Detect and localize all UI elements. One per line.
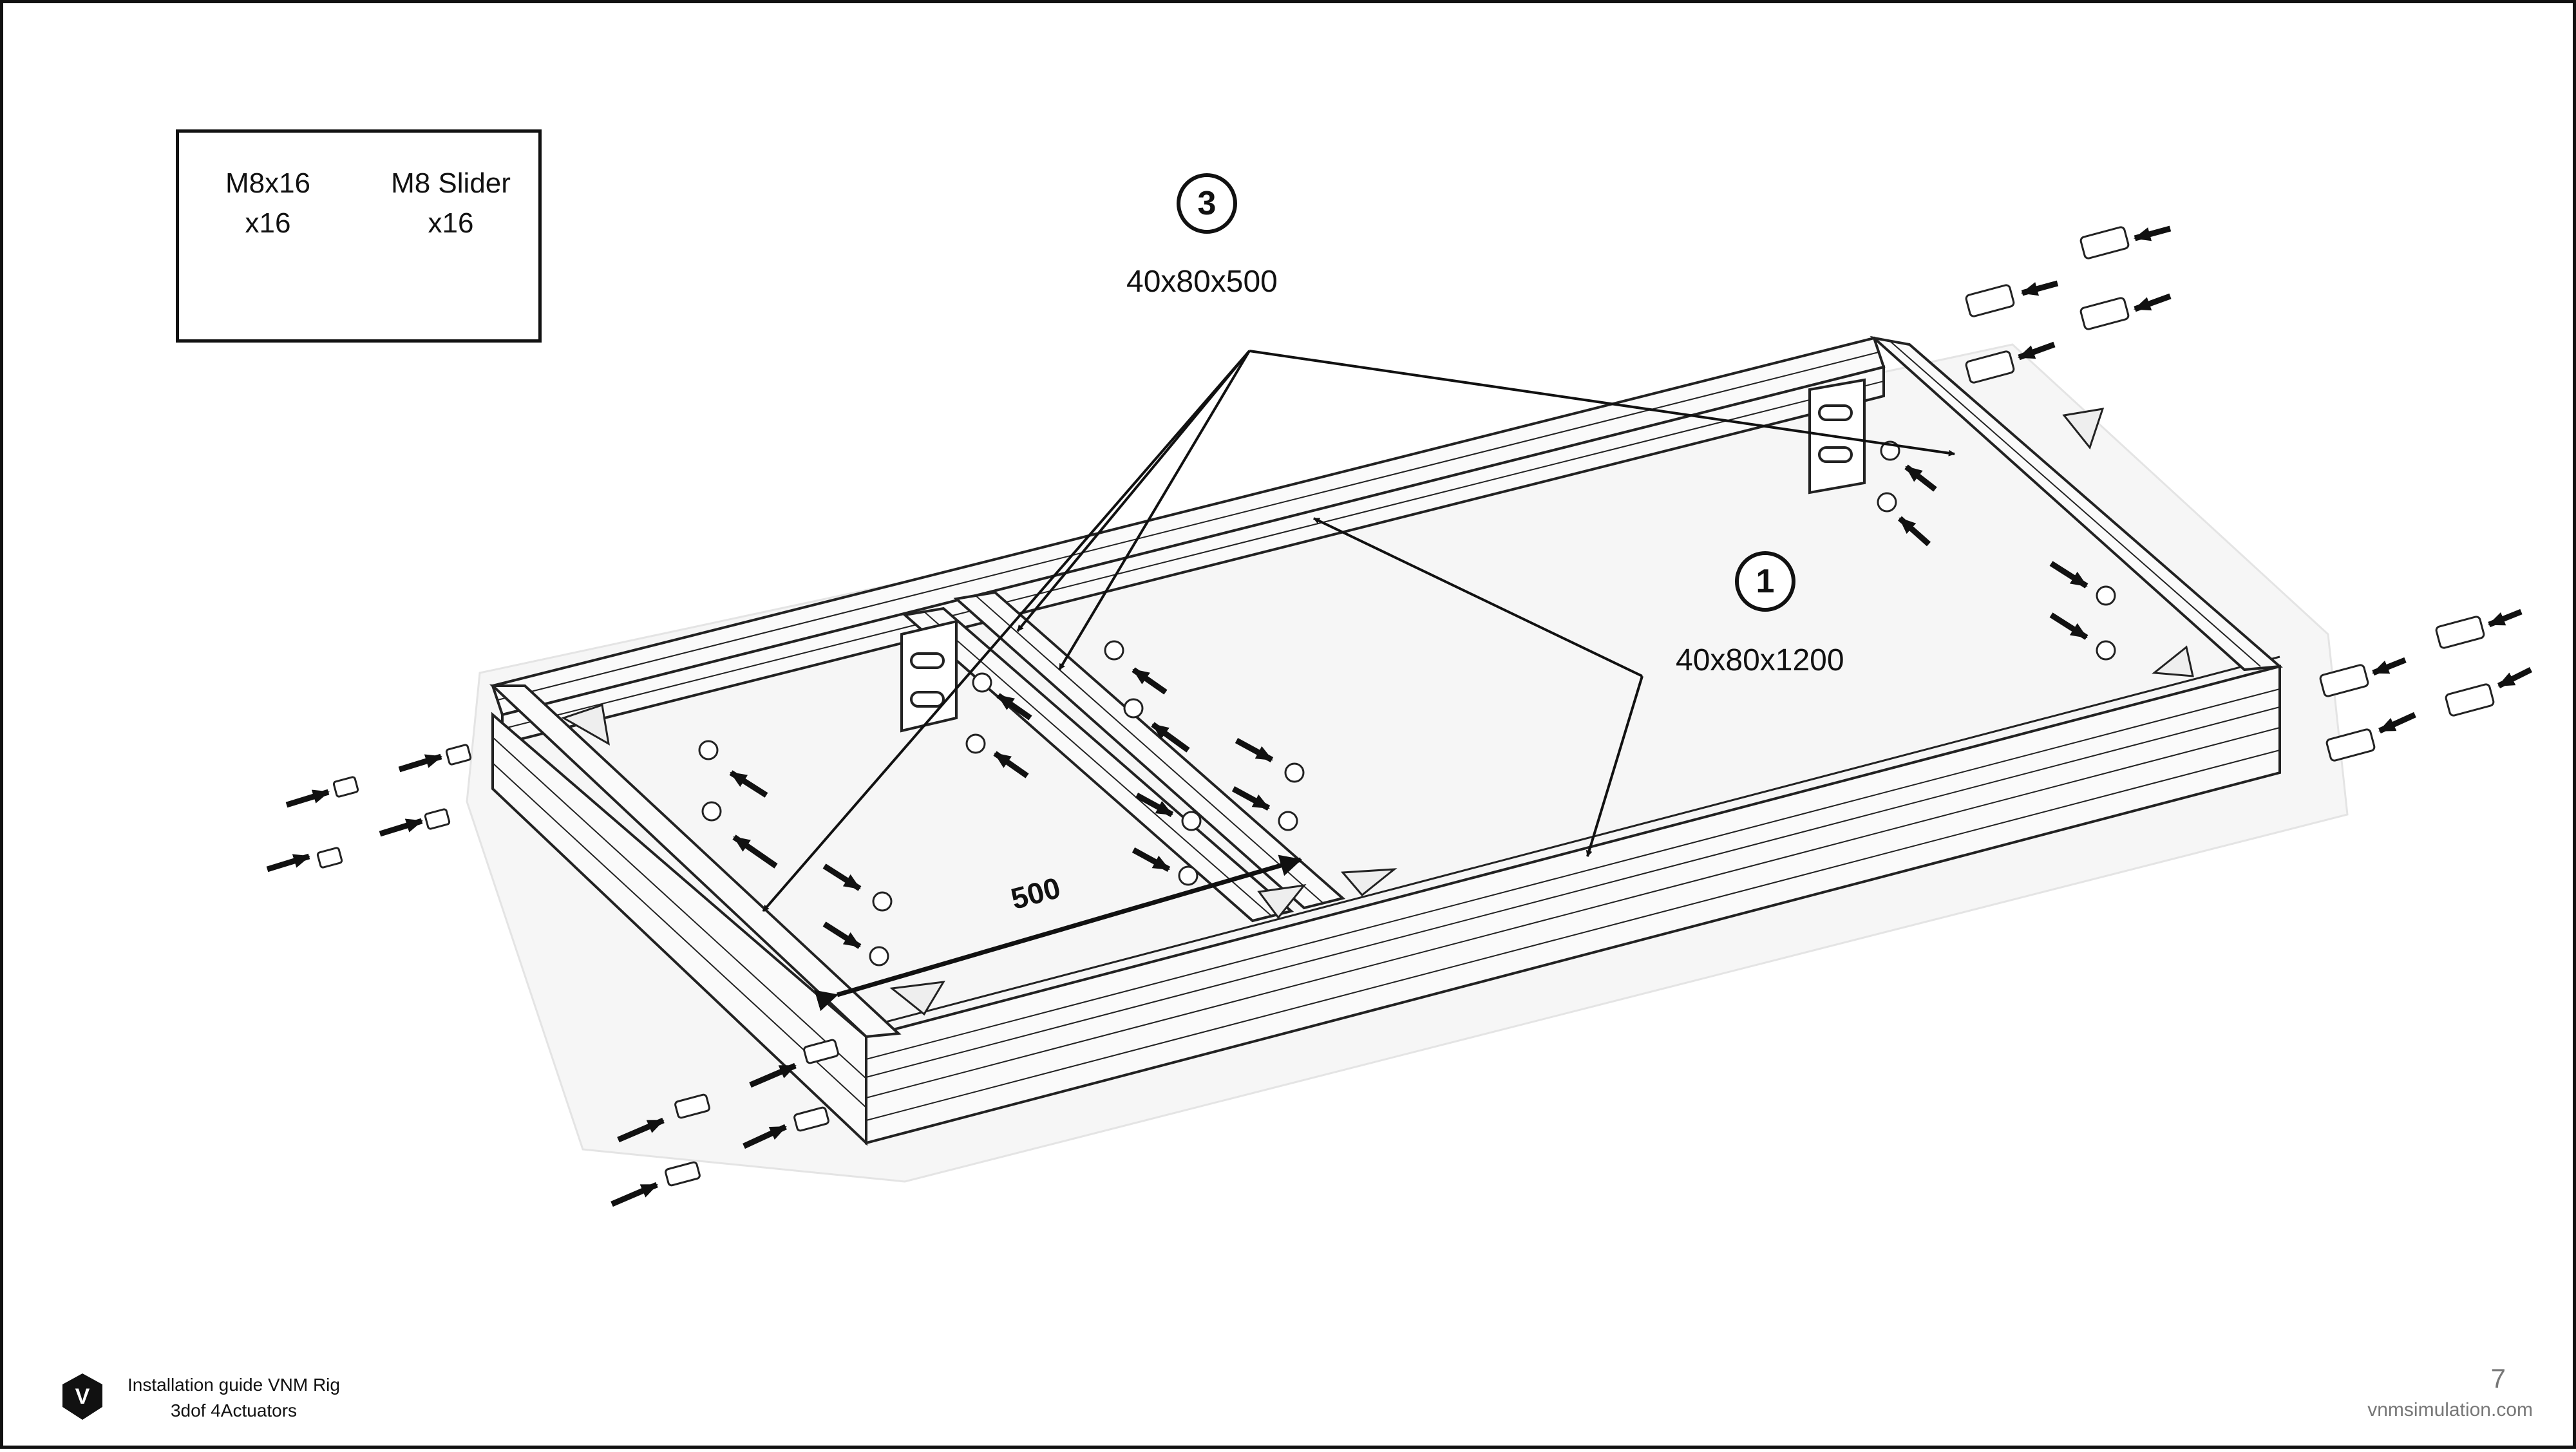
vnm-logo [62, 1373, 102, 1420]
part-quantity: x16 [245, 207, 291, 239]
footer-title: Installation guide VNM Rig [128, 1375, 340, 1395]
cross-profile-500 [902, 590, 1346, 923]
footer-subtitle: 3dof 4Actuators [170, 1400, 298, 1420]
part-name: M8 Slider [391, 167, 511, 199]
part-bolt: M8x16 x16 [184, 164, 352, 243]
page-number: 7 [2490, 1363, 2506, 1393]
slider-nuts [316, 226, 2495, 1187]
right-end-profile [1870, 335, 2283, 672]
callout-number-3: 3 [1177, 173, 1237, 234]
part-quantity: x16 [428, 207, 474, 239]
part-name: M8x16 [225, 167, 311, 199]
dimension-line-500 [814, 854, 1302, 1012]
frame-assembly-drawing [62, 225, 2533, 1420]
callout-number-1: 1 [1735, 551, 1795, 612]
profile-label-500: 40x80x500 [1126, 265, 1278, 299]
front-profile-1200 [865, 655, 2281, 1145]
logo-letter: V [75, 1384, 90, 1409]
footer-guide-title: Installation guide VNM Rig 3dof 4Actuato… [111, 1372, 356, 1424]
part-slider: M8 Slider x16 [367, 164, 535, 243]
website-link[interactable]: vnmsimulation.com [2367, 1399, 2533, 1420]
profile-label-1200: 40x80x1200 [1676, 643, 1844, 677]
left-end-profile [489, 684, 902, 1146]
leader-lines [762, 350, 1955, 912]
parts-list-box: M8x16 x16 M8 Slider x16 [176, 129, 542, 343]
